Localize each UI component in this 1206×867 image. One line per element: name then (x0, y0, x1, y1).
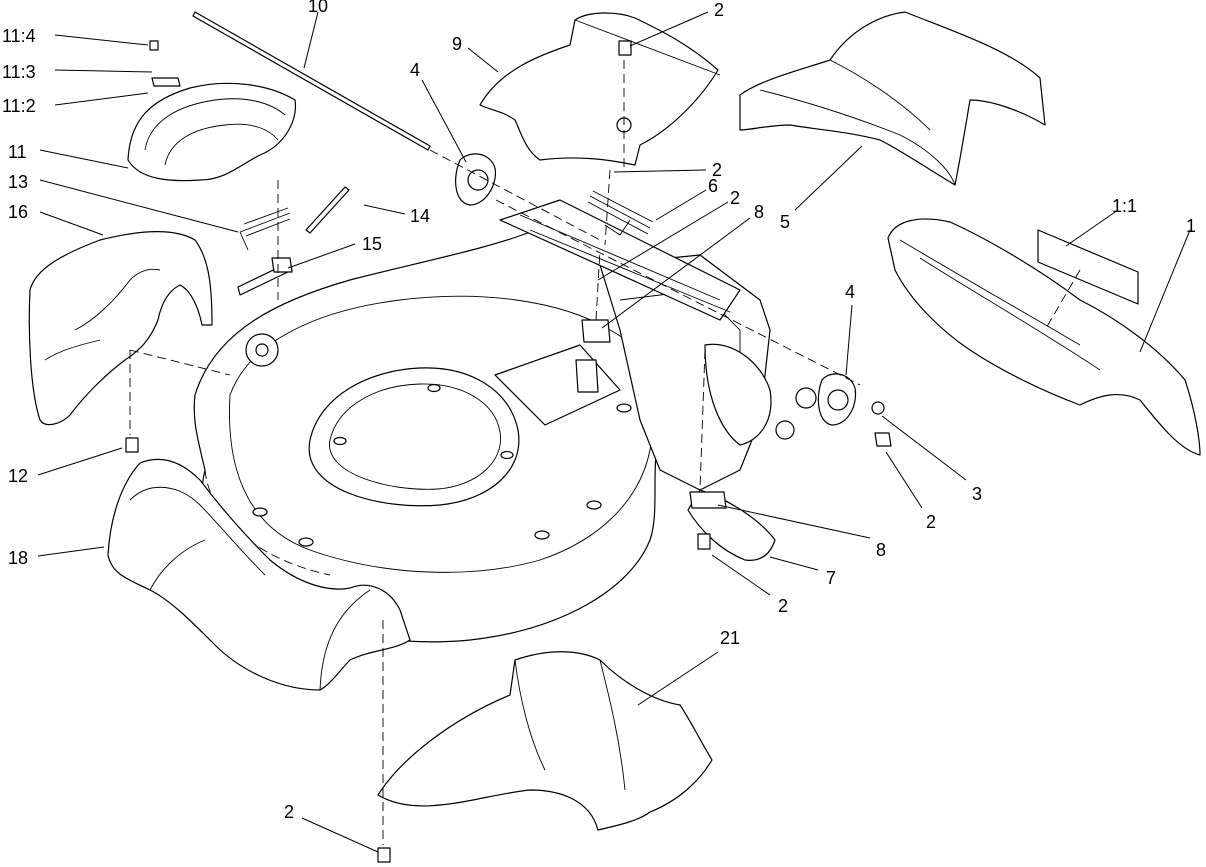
callout-8-top: 8 (754, 202, 764, 222)
callout-8-bottom: 8 (876, 540, 886, 560)
side-cover (28, 231, 213, 426)
callout-7: 7 (826, 568, 836, 588)
callout-16: 16 (8, 202, 28, 222)
callout-3: 3 (972, 484, 982, 504)
callout-4-left: 4 (410, 60, 420, 80)
callout-13: 13 (8, 172, 28, 192)
side-cover-fastener (125, 437, 139, 453)
callout-12: 12 (8, 466, 28, 486)
callout-6: 6 (708, 176, 718, 196)
top-cover (479, 12, 721, 166)
callout-18: 18 (8, 548, 28, 568)
discharge-chute (739, 11, 1046, 186)
callout-4-right: 4 (845, 282, 855, 302)
callout-10: 10 (308, 0, 328, 16)
bracket-parts (581, 319, 727, 509)
callout-2-lower: 2 (778, 596, 788, 616)
callout-1-1: 1:1 (1112, 196, 1137, 216)
callout-15: 15 (362, 234, 382, 254)
bottom-bolt (377, 847, 391, 863)
extension-spring (587, 190, 654, 236)
callout-1: 1 (1186, 216, 1196, 236)
latch-bracket (237, 257, 293, 296)
axle-rod (192, 11, 431, 151)
lower-deflector (377, 651, 713, 831)
callout-11: 11 (8, 142, 27, 162)
callout-2-mid: 2 (712, 160, 722, 180)
callout-2-top: 2 (714, 0, 724, 20)
torsion-spring (239, 207, 291, 251)
callout-11-3: 11:3 (2, 62, 36, 82)
callout-9: 9 (452, 34, 462, 54)
fasteners-right (697, 401, 892, 550)
leader-lines (37, 11, 1191, 853)
wheel-bushing-left (455, 153, 497, 206)
front-bumper (107, 458, 411, 691)
callout-5: 5 (780, 212, 790, 232)
assembly-lines (129, 60, 1081, 845)
callout-21: 21 (720, 628, 740, 648)
wheel-bushing-right (817, 373, 857, 426)
pin (305, 186, 350, 234)
callout-2-right: 2 (926, 512, 936, 532)
callout-2-upper-right: 2 (730, 188, 740, 208)
callout-labels: 11:4 11:3 11:2 11 13 16 10 14 15 4 9 2 2… (2, 0, 1196, 822)
callout-2-bottom: 2 (284, 802, 294, 822)
callout-14: 14 (410, 206, 430, 226)
callout-11-4: 11:4 (2, 26, 36, 46)
callout-11-2: 11:2 (2, 96, 36, 116)
side-discharge-door (887, 218, 1201, 456)
rear-door-assembly (127, 40, 297, 182)
